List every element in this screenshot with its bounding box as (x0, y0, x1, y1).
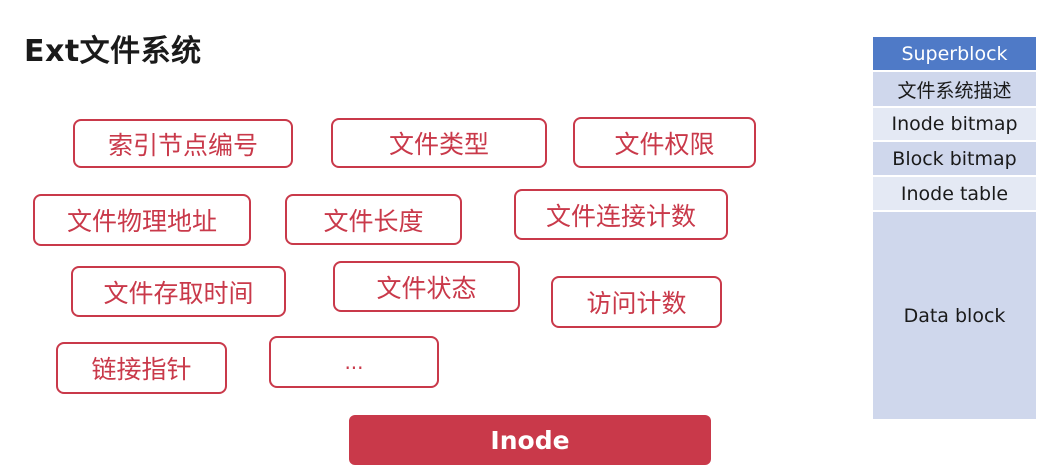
segment-inode-table: Inode table (873, 177, 1036, 212)
segment-block-bitmap: Block bitmap (873, 142, 1036, 177)
attr-access-time: 文件存取时间 (71, 266, 286, 317)
disk-layout: Superblock 文件系统描述 Inode bitmap Block bit… (873, 37, 1036, 419)
attr-link-pointer: 链接指针 (56, 342, 227, 394)
inode-bar: Inode (349, 415, 711, 465)
segment-fs-descriptor: 文件系统描述 (873, 72, 1036, 108)
segment-inode-bitmap: Inode bitmap (873, 108, 1036, 142)
attr-inode-number: 索引节点编号 (73, 119, 293, 168)
attr-file-type: 文件类型 (331, 118, 547, 168)
attr-link-count: 文件连接计数 (514, 189, 728, 240)
attr-file-status: 文件状态 (333, 261, 520, 312)
segment-data-block: Data block (873, 212, 1036, 419)
attr-visit-count: 访问计数 (551, 276, 722, 328)
attr-ellipsis: ... (269, 336, 439, 388)
attr-file-length: 文件长度 (285, 194, 462, 245)
segment-superblock: Superblock (873, 37, 1036, 72)
slide-title: Ext文件系统 (24, 34, 202, 69)
attr-physical-address: 文件物理地址 (33, 194, 251, 246)
attr-file-permission: 文件权限 (573, 117, 756, 168)
